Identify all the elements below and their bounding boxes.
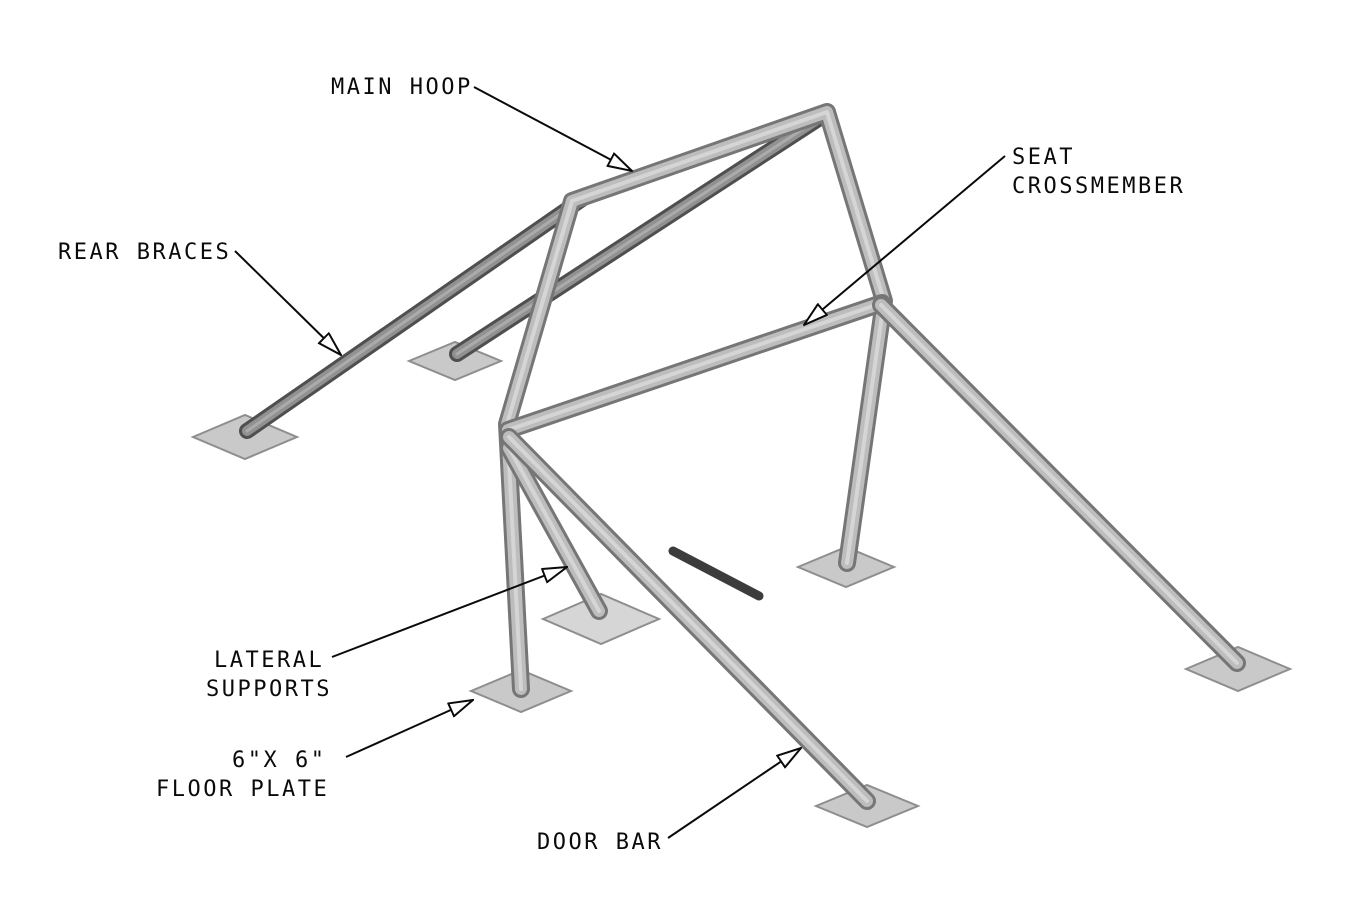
lateral-support-tube-highlight bbox=[507, 446, 601, 613]
door-bar-label: DOOR BAR bbox=[537, 830, 663, 855]
floor-plate-label-line2: FLOOR PLATE bbox=[156, 777, 329, 802]
seat-crossmember-label-line1: SEAT bbox=[1012, 145, 1075, 170]
door-bar-left-tube-highlight bbox=[507, 435, 869, 803]
lateral-supports-tubes bbox=[500, 439, 764, 620]
rear-braces-label: REAR BRACES bbox=[58, 240, 231, 265]
lateral-supports-label-line1: LATERAL bbox=[214, 648, 324, 673]
rear-braces-leader-line bbox=[234, 250, 341, 355]
lateral-supports-leader-line bbox=[331, 567, 567, 658]
floor-plate-label-line1: 6"X 6" bbox=[232, 748, 326, 773]
main-hoop-label: MAIN HOOP bbox=[331, 75, 473, 100]
rear-braces-tubes bbox=[239, 106, 834, 439]
rear-brace-upper-tube-highlight bbox=[245, 195, 587, 433]
door-bar-tubes bbox=[500, 296, 1246, 810]
door-bar-leader-line bbox=[667, 748, 801, 839]
seat-crossmember-label-line2: CROSSMEMBER bbox=[1012, 174, 1185, 199]
leader-lines bbox=[234, 86, 1006, 839]
seat-crossmember-tube bbox=[499, 294, 891, 439]
seat-crossmember-highlight bbox=[506, 301, 884, 432]
main-hoop-tube bbox=[498, 103, 893, 698]
main-hoop-highlight bbox=[505, 110, 886, 691]
floor-plate-leader-line bbox=[345, 700, 473, 758]
door-bar-right-tube-highlight bbox=[879, 303, 1239, 665]
lateral-supports-label-line2: SUPPORTS bbox=[206, 677, 332, 702]
labels: MAIN HOOP SEAT CROSSMEMBER REAR BRACES L… bbox=[58, 75, 1185, 855]
seat-crossmember-leader-line bbox=[804, 155, 1006, 325]
lateral-support-edge-on-tube bbox=[668, 546, 764, 601]
rear-brace-lower-tube-highlight bbox=[455, 112, 828, 356]
main-hoop-leader-line bbox=[473, 86, 632, 171]
